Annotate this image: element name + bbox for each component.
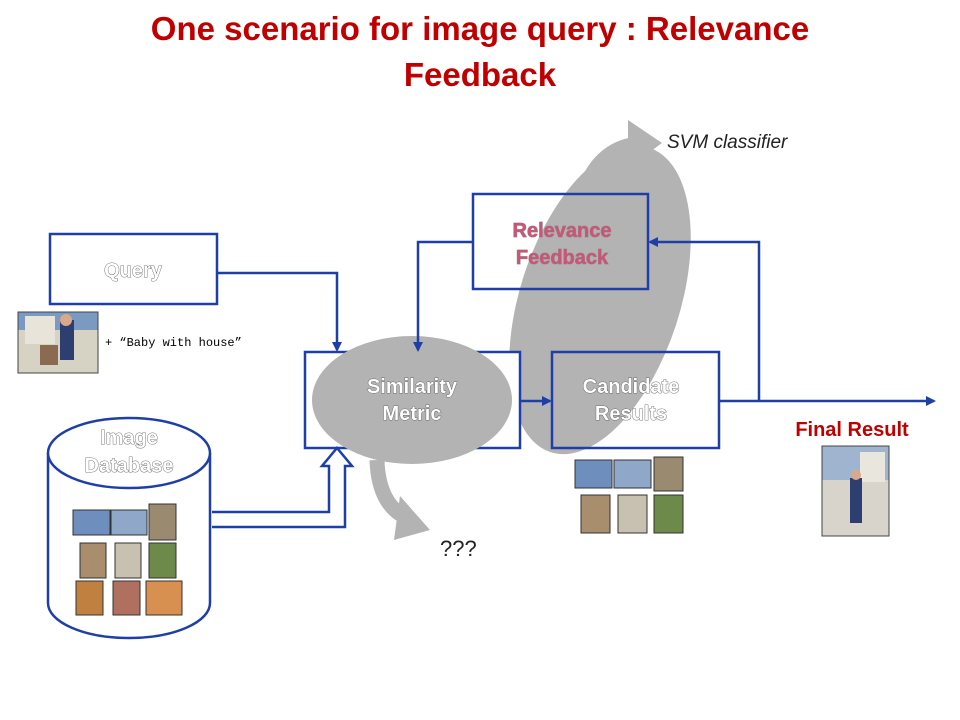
candidate-thumb (617, 494, 648, 534)
query-to-similarity-arrow (217, 271, 342, 352)
relevance-to-similarity-arrow (413, 240, 473, 352)
db-thumb (148, 542, 177, 579)
relevance-label-1: Relevance (513, 220, 612, 242)
db-thumb (145, 580, 183, 616)
svm-arrow (577, 137, 634, 193)
candidate-to-relevance-arrow (648, 237, 761, 401)
candidate-label-1: Candidate (583, 376, 680, 398)
db-thumb (72, 509, 111, 536)
page-title: One scenario for image query : Relevance… (40, 6, 920, 98)
svm-classifier-label: SVM classifier (667, 132, 788, 153)
relevance-label-2: Feedback (516, 247, 609, 269)
database-thumbnails (72, 503, 183, 616)
db-thumb (79, 542, 107, 579)
title-line-1: One scenario for image query : Relevance (150, 10, 810, 47)
query-label: Query (104, 260, 163, 282)
database-label-2: Database (85, 455, 174, 477)
similarity-label-1: Similarity (367, 376, 458, 398)
candidate-thumb (653, 494, 684, 534)
database-label-1: Image (100, 427, 158, 449)
query-text: + “Baby with house” (105, 336, 242, 350)
unknown-label: ??? (440, 536, 477, 561)
candidate-thumb (613, 459, 652, 489)
candidate-thumb (653, 456, 684, 492)
candidate-thumb (574, 459, 613, 489)
similarity-label-2: Metric (383, 403, 442, 425)
db-thumb (114, 542, 142, 579)
final-result-image (821, 445, 890, 537)
candidate-label-2: Results (595, 403, 667, 425)
candidate-thumbnails (574, 456, 684, 534)
db-thumb (148, 503, 177, 541)
unknown-arrow-head (394, 496, 430, 540)
title-line-2: Feedback (403, 56, 557, 93)
svm-arrow-head (628, 120, 662, 168)
similarity-ellipse (312, 336, 512, 464)
database-to-similarity-arrow (212, 446, 355, 529)
db-thumb (110, 509, 148, 536)
final-result-label: Final Result (795, 419, 909, 441)
candidate-thumb (580, 494, 611, 534)
db-thumb (112, 580, 141, 616)
relevance-feedback-highlight-ellipse (509, 145, 691, 455)
query-image (17, 311, 99, 374)
db-thumb (75, 580, 104, 616)
query-box (48, 232, 219, 306)
